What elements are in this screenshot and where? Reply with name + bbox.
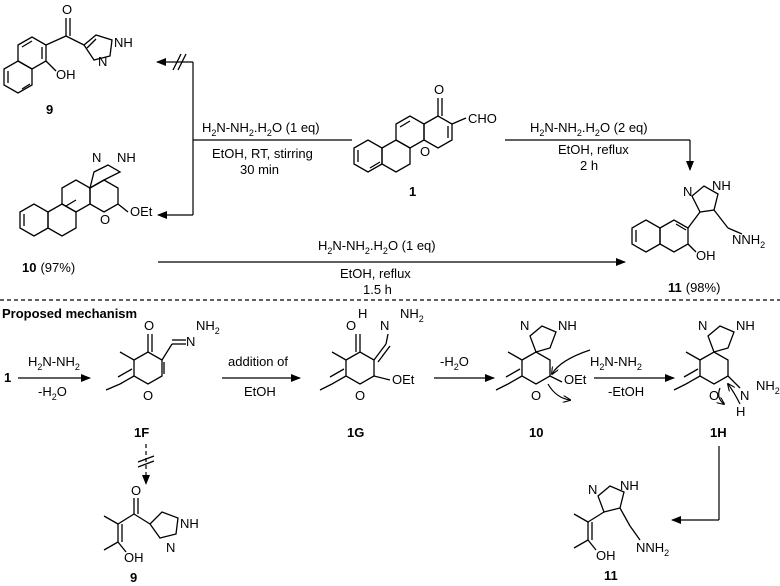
atom-NNH2: NNH2 — [636, 540, 669, 558]
atom-OEt: OEt — [392, 372, 415, 387]
atom-NNH2: NNH2 — [732, 232, 765, 250]
atom-NH: NH — [180, 516, 199, 531]
atom-NH: NH — [712, 178, 731, 193]
blocked-arrow-to-9 — [156, 53, 194, 140]
compound-9-fragment — [103, 498, 179, 553]
atom-NH2: NH2 — [400, 306, 424, 324]
atom-NH: NH — [558, 318, 577, 333]
atom-N: N — [520, 318, 529, 333]
compound-label-10: 10(97%) — [22, 260, 75, 275]
atom-NH2: NH2 — [196, 318, 220, 336]
atom-N: N — [588, 482, 597, 497]
compound-1H-structure — [673, 325, 741, 391]
atom-O: O — [420, 144, 430, 159]
atom-N: N — [92, 150, 101, 165]
atom-N: N — [683, 184, 692, 199]
compound-label-11-bottom: 11 — [604, 568, 618, 583]
step2-top: addition of — [228, 354, 288, 369]
atom-NH: NH — [620, 478, 639, 493]
atom-CHO: CHO — [468, 111, 497, 126]
conditions-bottom-line2: EtOH, reflux — [340, 266, 411, 281]
compound-1-structure — [353, 98, 467, 173]
atom-N: N — [740, 388, 749, 403]
compound-10-mechanism-structure — [495, 325, 563, 391]
compound-11-fragment — [573, 485, 641, 551]
atom-O: O — [434, 82, 444, 97]
atom-O: O — [131, 483, 141, 498]
atom-O: O — [709, 388, 719, 403]
compound-11-structure — [631, 185, 743, 253]
compound-label-9: 9 — [46, 102, 53, 117]
atom-N: N — [166, 540, 175, 555]
conditions-right-line3: 2 h — [580, 158, 598, 173]
atom-N: N — [186, 334, 195, 349]
compound-label-1: 1 — [409, 184, 416, 199]
atom-O: O — [346, 318, 356, 333]
compound-10-structure — [19, 164, 129, 237]
blocked-arrow-1F-to-9 — [137, 444, 155, 485]
atom-NH: NH — [736, 318, 755, 333]
electron-arrow-10-b — [547, 383, 570, 400]
step4-loss: -EtOH — [608, 384, 644, 399]
atom-OH: OH — [696, 248, 716, 263]
atom-NH2: NH2 — [756, 378, 780, 396]
electron-arrow-10-a — [552, 349, 591, 374]
conditions-left-line1: H2N-NH2.H2O (1 eq) — [202, 120, 320, 138]
electron-arrow-1H-b — [719, 387, 724, 404]
compound-label-1F: 1F — [134, 425, 149, 440]
compound-label-9-bottom: 9 — [130, 570, 137, 585]
step1-reagent: H2N-NH2 — [28, 354, 80, 372]
atom-OH: OH — [56, 67, 76, 82]
atom-O: O — [143, 388, 153, 403]
mechanism-start-label-1: 1 — [4, 370, 11, 385]
atom-N: N — [698, 318, 707, 333]
conditions-right-line1: H2N-NH2.H2O (2 eq) — [530, 120, 648, 138]
conditions-left-line2: EtOH, RT, stirring — [212, 146, 313, 161]
atom-OH: OH — [596, 548, 616, 563]
atom-O: O — [62, 2, 72, 17]
compound-1G-structure — [319, 333, 391, 391]
atom-O: O — [355, 388, 365, 403]
arrow-1-to-11 — [505, 139, 694, 171]
atom-H: H — [736, 404, 745, 419]
atom-OEt: OEt — [564, 372, 587, 387]
electron-arrow-1H-a — [728, 384, 741, 405]
step2-bottom: EtOH — [244, 384, 276, 399]
compound-label-11: 11(98%) — [668, 280, 720, 295]
atom-O: O — [531, 388, 541, 403]
atom-NH: NH — [114, 35, 133, 50]
compound-9-structure — [3, 18, 113, 94]
conditions-bottom-line3: 1.5 h — [363, 282, 392, 297]
compound-label-10-mechanism: 10 — [529, 425, 543, 440]
atom-N: N — [380, 318, 389, 333]
atom-NH: NH — [117, 150, 136, 165]
atom-OEt: OEt — [130, 204, 153, 219]
conditions-bottom-line1: H2N-NH2.H2O (1 eq) — [318, 238, 436, 256]
compound-label-1H: 1H — [710, 425, 727, 440]
step3-label: -H2O — [440, 354, 469, 372]
atom-N: N — [98, 54, 107, 69]
arrow-1H-to-11 — [671, 446, 720, 524]
atom-O: O — [144, 318, 154, 333]
compound-label-1G: 1G — [347, 425, 364, 440]
mechanism-title: Proposed mechanism — [2, 306, 137, 321]
atom-O: O — [100, 212, 110, 227]
conditions-left-line3: 30 min — [240, 162, 279, 177]
compound-1F-structure — [105, 334, 186, 391]
step1-loss: -H2O — [38, 384, 67, 402]
atom-OH: OH — [124, 550, 144, 565]
arrow-1-to-10 — [157, 139, 352, 219]
conditions-right-line2: EtOH, reflux — [558, 142, 629, 157]
step4-reagent: H2N-NH2 — [590, 354, 642, 372]
atom-H: H — [358, 306, 367, 321]
